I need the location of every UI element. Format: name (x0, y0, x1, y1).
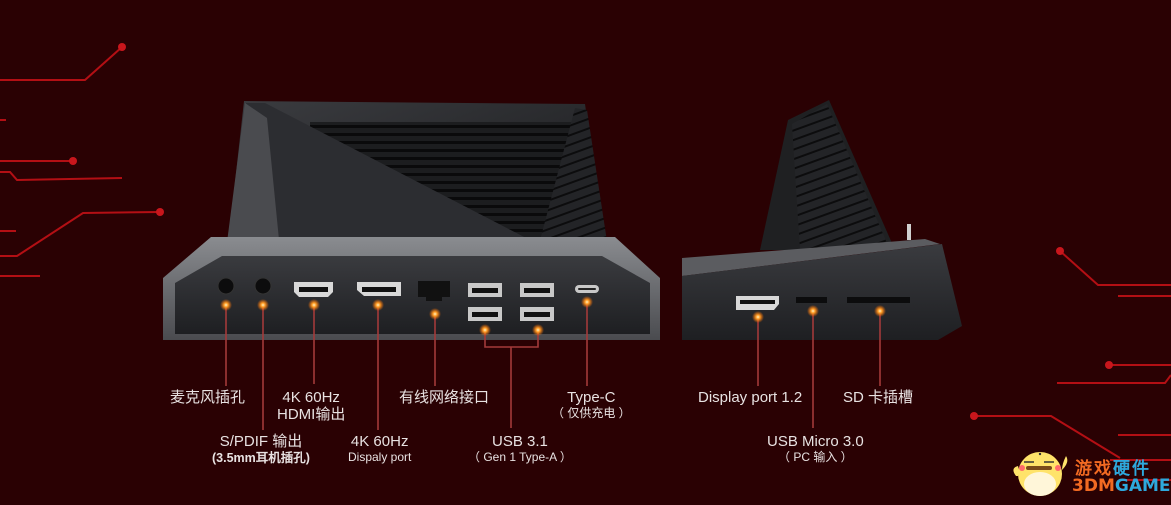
dock-base-face (175, 256, 650, 334)
tower-diagonal-panel (240, 103, 535, 248)
callout-dot (752, 311, 764, 323)
callout-dot (220, 299, 232, 311)
label-hdmi-output: 4K 60Hz HDMI输出 (277, 389, 346, 424)
callout-dot (257, 299, 269, 311)
circuit-decoration-left (0, 46, 161, 277)
callout-lines (225, 304, 881, 430)
label-spdif-output: S/PDIF 输出 (3.5mm耳机插孔) (212, 433, 310, 466)
callout-dot (874, 305, 886, 317)
label-sd-card-slot: SD 卡插槽 (843, 389, 914, 406)
port-usb-a-3 (468, 307, 502, 321)
port-ethernet (418, 281, 450, 301)
callout-dot (581, 296, 593, 308)
callout-dot (429, 308, 441, 320)
side-base-top (682, 239, 940, 276)
label-usb-3-1: USB 3.1 （ Gen 1 Type-A ） (468, 433, 572, 465)
port-sd-slot (847, 297, 910, 303)
tower-left-facet (226, 103, 280, 250)
circuit-dots-right (970, 247, 1113, 420)
port-usb-a-4 (520, 307, 554, 321)
dock-side-view (682, 100, 962, 340)
callout-dot (372, 299, 384, 311)
side-base-face (682, 244, 962, 340)
label-type-c: Type-C （ 仅供充电 ） (552, 389, 631, 421)
label-displayport-4k: 4K 60Hz Dispaly port (348, 433, 412, 465)
watermark-en-text: 3DMGAME (1072, 476, 1171, 496)
callout-dot (308, 299, 320, 311)
port-usb-a-1 (468, 283, 502, 297)
side-stylus-pin (907, 224, 911, 240)
chick-mascot-icon (1013, 452, 1068, 496)
circuit-dots-left (69, 43, 164, 216)
port-spdif-jack (254, 277, 272, 295)
label-usb-micro-3-0: USB Micro 3.0 （ PC 输入 ） (767, 433, 864, 465)
watermark-cn-text: 游戏硬件 (1075, 459, 1151, 478)
label-mic-jack: 麦克风插孔 (170, 389, 246, 406)
callout-dot (807, 305, 819, 317)
tower-right-facet (538, 108, 608, 248)
dock-front-view (163, 101, 660, 340)
label-ethernet-port: 有线网络接口 (399, 389, 490, 406)
port-usb-a-2 (520, 283, 554, 297)
port-mic-jack (217, 277, 235, 295)
watermark-3dmgame: 游戏硬件 3DMGAME (1010, 440, 1171, 502)
port-usb-micro (796, 297, 827, 303)
callout-dot (532, 324, 544, 336)
callout-dots (220, 296, 886, 336)
side-tower-vents (792, 104, 890, 250)
port-displayport (357, 282, 401, 296)
port-hdmi (294, 282, 333, 297)
port-side-displayport (736, 296, 779, 310)
callout-dot (479, 324, 491, 336)
port-type-c (575, 285, 599, 293)
circuit-decoration-right (974, 250, 1171, 481)
label-displayport-1-2: Display port 1.2 (698, 389, 803, 406)
